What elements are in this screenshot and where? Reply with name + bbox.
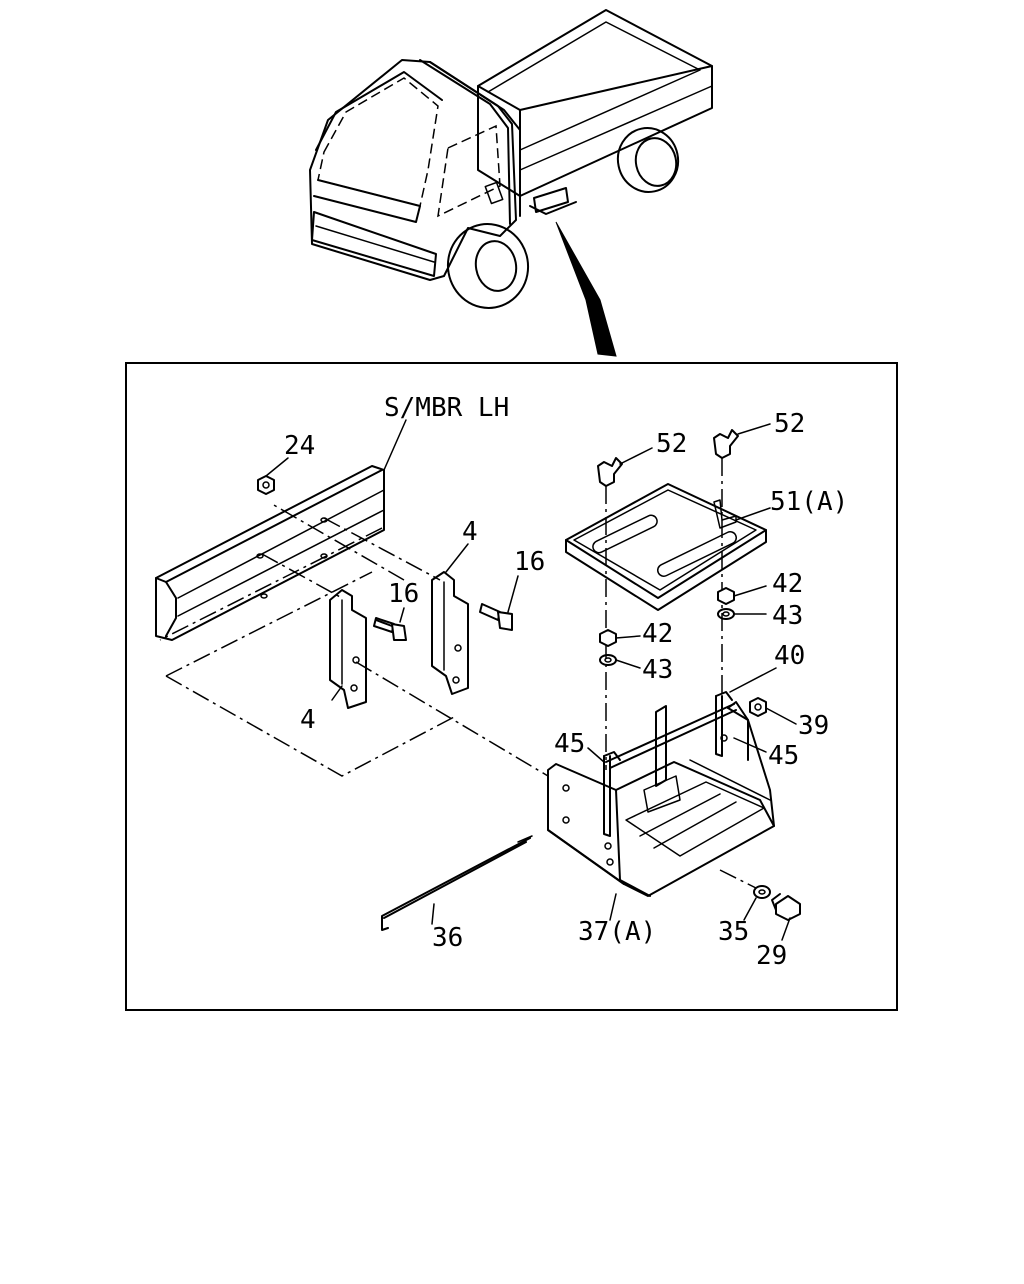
nut-24 (257, 475, 275, 495)
callout-52-left: 52 (656, 429, 687, 459)
washer-35 (753, 885, 771, 899)
front-wheel (446, 223, 530, 309)
bolt-16-left (373, 617, 407, 641)
callout-43-right: 43 (772, 601, 803, 631)
hook-rod-45-right (715, 691, 733, 757)
nut-39 (749, 697, 767, 717)
callout-29: 29 (756, 941, 787, 971)
callout-42-left: 42 (642, 619, 673, 649)
detail-pointer (555, 221, 617, 357)
wing-nut-52-right (713, 429, 739, 459)
cargo-bed (477, 9, 713, 197)
callout-52-right: 52 (774, 409, 805, 439)
bolt-29 (771, 893, 801, 921)
callout-45-right: 45 (768, 741, 799, 771)
label-side-member: S/MBR LH (384, 393, 509, 423)
detail-frame (125, 362, 898, 1011)
callout-24: 24 (284, 431, 315, 461)
battery-location-marker (529, 187, 577, 215)
bracket-4-lower (329, 589, 367, 709)
callout-4-lower: 4 (300, 705, 316, 735)
side-member-rail (155, 465, 385, 641)
callout-4-upper: 4 (462, 517, 478, 547)
callout-16-left: 16 (388, 579, 419, 609)
callout-35: 35 (718, 917, 749, 947)
battery-cover-51 (565, 483, 767, 611)
rear-wheel (616, 127, 680, 193)
callout-51: 51(A) (770, 487, 848, 517)
callout-43-left: 43 (642, 655, 673, 685)
mounting-plane-line (165, 675, 457, 777)
nut-42-left (599, 629, 617, 647)
nut-42-right (717, 587, 735, 605)
wing-nut-52-left (597, 457, 623, 487)
callout-40: 40 (774, 641, 805, 671)
bolt-16-right (479, 603, 513, 631)
rod-36 (381, 835, 533, 931)
bracket-4-upper (431, 571, 469, 695)
leader-lines (265, 419, 797, 941)
callout-36: 36 (432, 923, 463, 953)
callout-39: 39 (798, 711, 829, 741)
truck-overview (309, 9, 713, 357)
callout-45-left: 45 (554, 729, 585, 759)
callout-42-right: 42 (772, 569, 803, 599)
truck-cab (309, 59, 521, 281)
battery-tray-37 (547, 701, 775, 897)
clamp-bar-40 (605, 703, 737, 769)
washer-43-left (599, 654, 617, 666)
callout-37: 37(A) (578, 917, 656, 947)
callout-16-right: 16 (514, 547, 545, 577)
washer-43-right (717, 608, 735, 620)
